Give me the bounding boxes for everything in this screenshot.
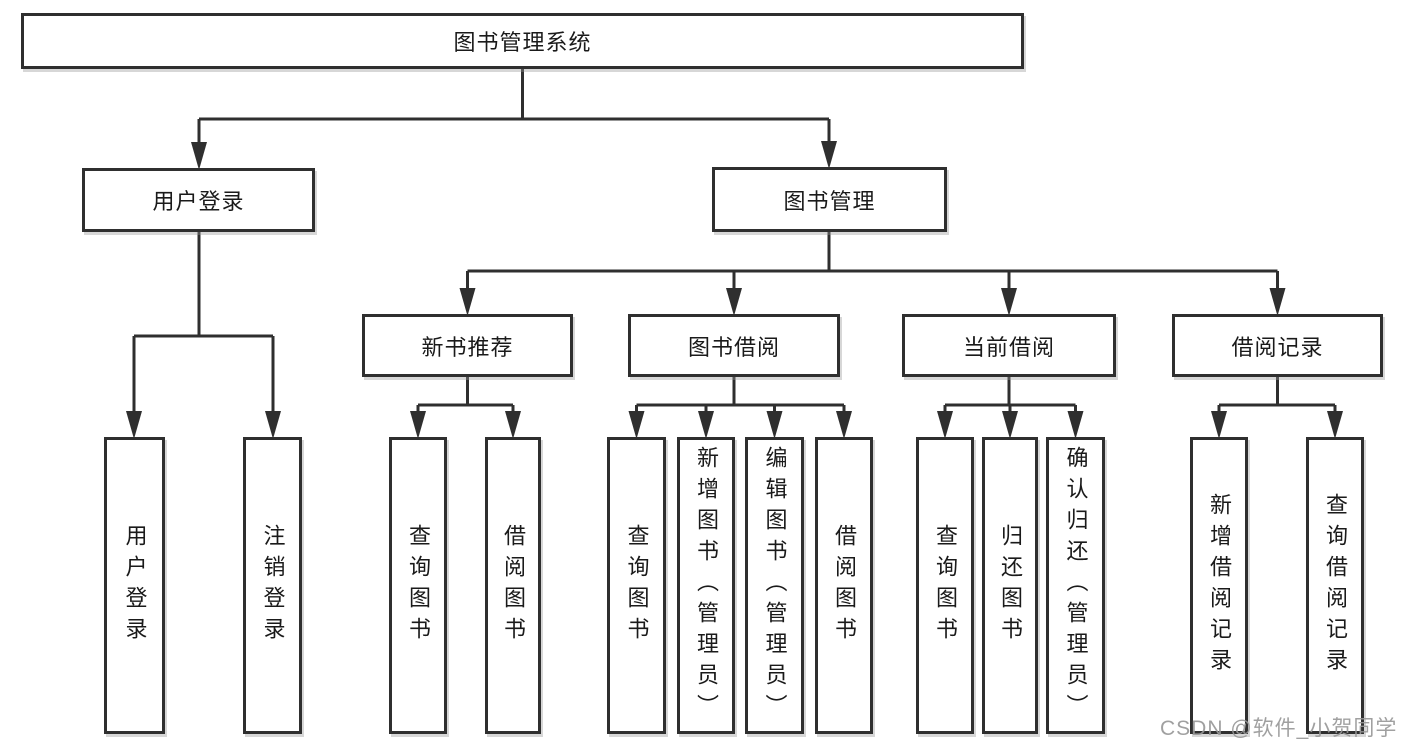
node-label: 编辑图书（管理员） (762, 446, 788, 725)
arrow-icon (766, 411, 783, 439)
arrow-icon (505, 411, 521, 439)
node-label: 用户登录 (152, 189, 245, 214)
arrow-icon (821, 141, 837, 169)
node-label: 借阅记录 (1231, 334, 1324, 360)
node-label: 当前借阅 (962, 334, 1055, 360)
node-label: 图书管理系统 (453, 30, 592, 55)
arrow-icon (126, 411, 142, 439)
arrow-icon (191, 142, 207, 170)
arrow-icon (1327, 411, 1343, 439)
leaf-logout: 注销登录 (243, 437, 302, 734)
arrow-icon (628, 411, 645, 439)
tree-edges (132, 69, 1337, 413)
node-current-borrow: 当前借阅 (902, 314, 1116, 377)
node-book-borrow: 图书借阅 (628, 314, 840, 377)
arrow-icon (1269, 288, 1286, 316)
node-label: 借阅图书 (832, 523, 857, 648)
arrow-icon (410, 411, 426, 439)
arrow-icon (1002, 411, 1018, 439)
arrow-icon (265, 411, 281, 439)
node-label: 新增图书（管理员） (694, 446, 719, 725)
node-label: 确认归还（管理员） (1063, 446, 1089, 725)
arrow-icon (937, 411, 953, 439)
arrow-icon (836, 411, 852, 439)
leaf-confirm-return-admin: 确认归还（管理员） (1046, 437, 1105, 734)
leaf-add-borrow-record: 新增借阅记录 (1190, 437, 1248, 734)
leaf-borrow-book: 借阅图书 (815, 437, 873, 734)
leaf-borrow-book-recommend: 借阅图书 (485, 437, 541, 734)
leaf-add-book-admin: 新增图书（管理员） (677, 437, 735, 734)
node-label: 查询图书 (406, 523, 431, 648)
arrow-icon (1067, 411, 1084, 439)
node-label: 注销登录 (260, 523, 286, 648)
node-label: 图书借阅 (687, 334, 780, 360)
node-label: 查询借阅记录 (1323, 492, 1348, 679)
arrow-icon (1211, 411, 1227, 439)
node-label: 图书管理 (783, 188, 876, 214)
leaf-user-login: 用户登录 (104, 437, 165, 734)
arrow-icon (459, 288, 476, 316)
leaf-return-book: 归还图书 (982, 437, 1038, 734)
node-user-login: 用户登录 (82, 168, 315, 232)
node-label: 新书推荐 (421, 334, 514, 360)
node-new-book-recommend: 新书推荐 (362, 314, 573, 377)
node-label: 用户登录 (122, 523, 148, 648)
node-borrow-record: 借阅记录 (1172, 314, 1383, 377)
arrow-icon (726, 288, 742, 316)
leaf-query-book-recommend: 查询图书 (389, 437, 447, 734)
node-book-management: 图书管理 (712, 167, 947, 232)
node-label: 归还图书 (998, 523, 1023, 648)
arrowheads (126, 141, 1343, 439)
node-label: 查询图书 (933, 523, 958, 648)
node-label: 查询图书 (624, 523, 650, 648)
arrow-icon (698, 411, 714, 439)
node-root-system: 图书管理系统 (21, 13, 1024, 69)
leaf-query-book-current: 查询图书 (916, 437, 974, 734)
leaf-edit-book-admin: 编辑图书（管理员） (745, 437, 804, 734)
node-label: 新增借阅记录 (1207, 492, 1232, 679)
csdn-watermark: CSDN @软件_小贺同学 (1160, 717, 1398, 740)
leaf-query-book-borrow: 查询图书 (607, 437, 666, 734)
arrow-icon (1001, 288, 1017, 316)
node-label: 借阅图书 (501, 523, 526, 648)
leaf-query-borrow-record: 查询借阅记录 (1306, 437, 1364, 734)
